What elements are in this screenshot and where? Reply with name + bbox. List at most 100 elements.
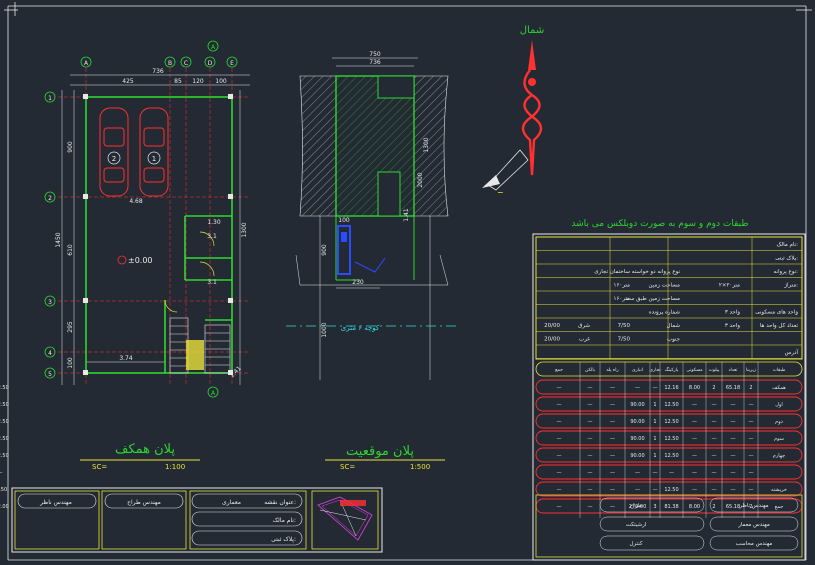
title-owner: نام مالک: bbox=[273, 517, 296, 524]
grid-letter: A bbox=[84, 60, 89, 67]
dim-text: 230 bbox=[352, 279, 364, 286]
level-marker: ±0.00 bbox=[128, 256, 153, 265]
area-header: مسکونی bbox=[686, 367, 703, 373]
area-cell: — bbox=[610, 385, 615, 391]
car-label-2: 2 bbox=[112, 155, 116, 163]
info-value: 20/00 bbox=[544, 337, 560, 343]
dim-text: 1300 bbox=[241, 222, 248, 237]
area-cell: 65.18 bbox=[726, 385, 740, 391]
walls bbox=[85, 96, 233, 374]
area-cell: — bbox=[712, 470, 717, 476]
site-plan-title: پلان موقعیت bbox=[346, 444, 414, 459]
car-label-1: 1 bbox=[152, 155, 156, 163]
grid-number: 3 bbox=[48, 299, 52, 306]
signature-label: طراح bbox=[630, 503, 643, 509]
area-header: زیربنا bbox=[746, 368, 756, 373]
title-plate: پلاک ثبتی: bbox=[271, 535, 296, 543]
area-cell: 8.00 bbox=[689, 504, 700, 510]
area-cell: — bbox=[692, 487, 697, 493]
area-cell: 2 bbox=[749, 385, 752, 391]
site-plan: کوچه ۶ متری 750736130020001.411009001000… bbox=[286, 51, 460, 471]
area-cell: — bbox=[635, 470, 640, 476]
area-cell: — bbox=[731, 436, 736, 442]
street-label: کوچه ۶ متری bbox=[341, 324, 380, 332]
area-cell: — bbox=[0, 470, 3, 476]
area-header: راه پله bbox=[606, 368, 618, 373]
plan-scale-value: 1:100 bbox=[165, 463, 185, 471]
grid-bubble-number bbox=[44, 367, 56, 379]
dim-text: 3.74 bbox=[119, 355, 133, 362]
plan-title: پلان همکف bbox=[115, 442, 175, 457]
signature-label: مهندس معمار bbox=[737, 522, 770, 528]
north-arrow-tag: ــ bbox=[497, 186, 503, 195]
grid-bubble-number bbox=[44, 295, 56, 307]
area-cell: — bbox=[692, 470, 697, 476]
grid-number: 5 bbox=[48, 371, 52, 378]
north-label: شمال bbox=[520, 25, 544, 36]
grid-letter: B bbox=[168, 60, 172, 67]
area-cell: 90.00 bbox=[630, 419, 644, 425]
info-value: ۲×۲۰متر bbox=[719, 283, 740, 289]
info-value: ۱۶۰متر bbox=[613, 283, 630, 289]
info-label: نام مالک: bbox=[777, 241, 799, 248]
area-row bbox=[535, 413, 803, 429]
area-row-label: چهارم bbox=[773, 453, 785, 459]
area-cell: 12.50 bbox=[0, 487, 7, 493]
area-cell: 102.50 bbox=[0, 385, 9, 391]
area-header: طبقات bbox=[773, 368, 786, 373]
area-cell: — bbox=[610, 470, 615, 476]
area-cell: 1 bbox=[653, 453, 656, 459]
dim-text: 736 bbox=[369, 59, 381, 66]
area-cell: — bbox=[635, 487, 640, 493]
area-cell: — bbox=[669, 470, 674, 476]
dim-text: 425 bbox=[122, 78, 134, 85]
title-block: مهندس ناظر مهندس طراح عنوان نقشه: معماری… bbox=[11, 487, 383, 553]
area-cell: — bbox=[653, 487, 658, 493]
info-table: طبقات دوم و سوم به صورت دوبلکس می باشد ن… bbox=[0, 219, 806, 561]
area-cell: — bbox=[588, 453, 593, 459]
dim-text: 4.68 bbox=[129, 198, 143, 205]
area-cell: 1 bbox=[653, 436, 656, 442]
area-row-label: همکف bbox=[772, 385, 786, 391]
grid-bubble-number bbox=[44, 91, 56, 103]
area-cell: — bbox=[712, 402, 717, 408]
dim-text: 1.41 bbox=[228, 365, 243, 380]
area-cell: — bbox=[731, 487, 736, 493]
info-value: 20/00 bbox=[544, 323, 560, 329]
dim-text: 900 bbox=[67, 141, 74, 153]
dim-text: 3.1 bbox=[207, 279, 217, 286]
area-header: تجاری bbox=[649, 368, 661, 373]
area-cell: 65.18 bbox=[726, 504, 740, 510]
area-cell: 12.16 bbox=[664, 385, 678, 391]
area-row-label: سوم bbox=[774, 436, 784, 442]
area-cell: — bbox=[712, 487, 717, 493]
area-cell: 2 bbox=[712, 504, 715, 510]
area-cell: — bbox=[692, 419, 697, 425]
north-arrow: شمال ــ bbox=[482, 25, 544, 195]
section-marker-bottom: A bbox=[211, 390, 216, 397]
dim-text: 1300 bbox=[423, 137, 430, 152]
info-value: شماره پرونده bbox=[649, 310, 681, 316]
info-value: غرب bbox=[579, 337, 590, 343]
area-cell: 102.50 bbox=[0, 436, 9, 442]
info-label: پلاک ثبتی: bbox=[775, 255, 798, 262]
dim-text: 1450 bbox=[55, 232, 62, 247]
area-cell: — bbox=[731, 419, 736, 425]
dim-text: 1000 bbox=[321, 322, 328, 337]
dim-text: 100 bbox=[67, 357, 74, 369]
info-value: شرق bbox=[578, 323, 590, 329]
area-cell: 102.50 bbox=[0, 453, 9, 459]
area-cell: 90.00 bbox=[630, 402, 644, 408]
area-cell: — bbox=[653, 470, 658, 476]
area-row bbox=[535, 481, 803, 497]
area-row-label: اول bbox=[775, 402, 782, 408]
area-row bbox=[535, 447, 803, 463]
area-cell: 1 bbox=[653, 402, 656, 408]
area-row-label: دوم bbox=[775, 419, 783, 425]
area-cell: 3 bbox=[653, 504, 656, 510]
columns bbox=[83, 94, 233, 375]
title-project-value: معماری bbox=[222, 499, 241, 506]
parking-cars bbox=[99, 107, 169, 197]
area-header: پیلوت bbox=[709, 368, 720, 373]
